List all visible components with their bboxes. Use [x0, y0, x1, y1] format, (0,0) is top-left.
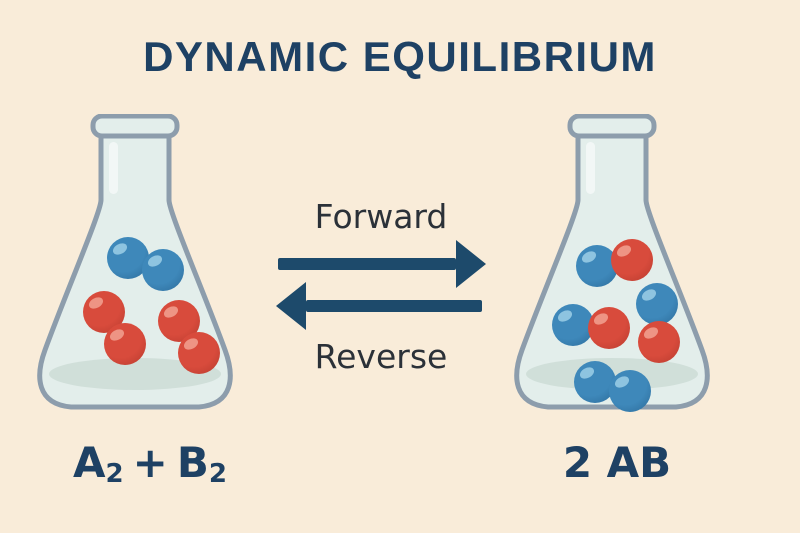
flask-lip [567, 114, 657, 139]
molecule-sphere-blue [576, 245, 618, 287]
sphere-highlight [183, 338, 199, 350]
molecule-sphere-red [588, 307, 630, 349]
sphere-highlight [616, 245, 632, 257]
molecule-sphere-red [638, 321, 680, 363]
flask-glass-highlight [109, 142, 118, 194]
molecule-sphere-blue [142, 249, 184, 291]
equilibrium-arrows [276, 240, 486, 330]
molecule-sphere-blue [552, 304, 594, 346]
forward-label: Forward [314, 197, 448, 236]
molecule-sphere-red [104, 323, 146, 365]
sphere-highlight [593, 313, 609, 325]
sphere-highlight [163, 306, 179, 318]
products-formula: 2 AB [562, 438, 672, 487]
reverse-arrow-icon [276, 282, 482, 330]
reactant-a: A [73, 438, 106, 487]
reactants-formula: A2+B2 [40, 438, 260, 490]
left-flask-molecules [83, 237, 220, 374]
sphere-highlight [581, 251, 597, 263]
sphere-highlight [643, 327, 659, 339]
sphere-highlight [579, 367, 595, 379]
forward-arrow-icon [278, 240, 486, 288]
reactant-a-subscript: 2 [105, 459, 124, 490]
right-flask [514, 114, 710, 412]
reactant-b-subscript: 2 [208, 459, 227, 490]
sphere-highlight [112, 243, 128, 255]
sphere-highlight [109, 329, 125, 341]
flask-liquid-shadow [49, 358, 221, 390]
flask-glass-highlight [586, 142, 595, 194]
molecule-sphere-red [178, 332, 220, 374]
molecule-sphere-blue [609, 370, 651, 412]
molecule-sphere-blue [574, 361, 616, 403]
sphere-highlight [147, 255, 163, 267]
sphere-highlight [614, 376, 630, 388]
reverse-label: Reverse [314, 337, 448, 376]
right-flask-molecules [552, 239, 680, 412]
sphere-highlight [641, 289, 657, 301]
molecule-sphere-red [611, 239, 653, 281]
sphere-highlight [557, 310, 573, 322]
molecule-sphere-blue [636, 283, 678, 325]
sphere-highlight [88, 297, 104, 309]
flask-lip [90, 114, 180, 139]
plus-sign: + [132, 438, 168, 487]
left-flask [37, 114, 233, 410]
page-title: DYNAMIC EQUILIBRIUM [143, 33, 657, 80]
reactant-b: B [176, 438, 209, 487]
